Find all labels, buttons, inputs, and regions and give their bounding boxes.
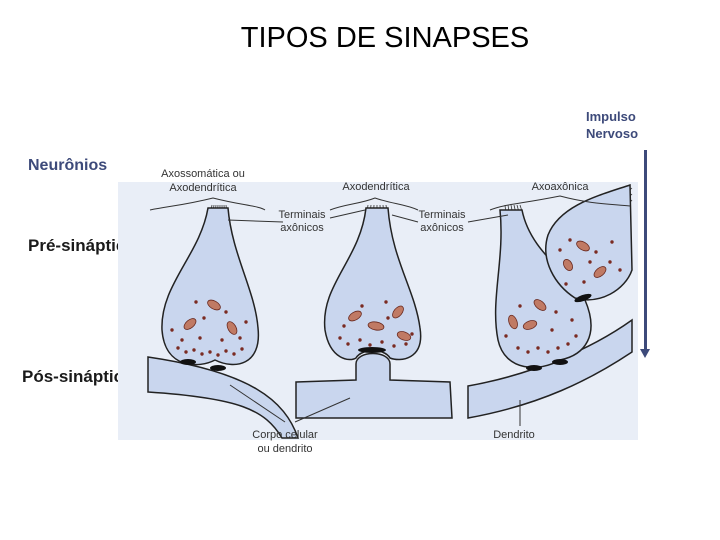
impulse-label: Impulso Nervoso [586,108,638,142]
post-synaptic-label: Pós-sináptico [22,367,134,386]
vesicles-group [170,238,622,357]
neuronios-label: Neurônios [28,157,108,174]
impulse-line-1: Impulso [586,109,636,124]
label-terminais-1b: axônicos [280,222,324,234]
slide-title: TIPOS DE SINAPSES [240,22,530,54]
post-synaptic-body-1 [147,356,300,439]
label-dendrito: Dendrito [493,429,535,441]
mitochondria-group [183,240,607,341]
post-synaptic-body-2 [295,352,453,419]
label-axossomatica-2: Axodendrítica [169,182,237,194]
label-terminais-2a: Terminais [418,209,466,221]
label-axossomatica-1: Axossomática ou [161,168,245,180]
label-terminais-2b: axônicos [420,222,464,234]
axoaxonic-terminal [545,183,633,301]
impulse-arrow-icon [640,150,650,358]
impulse-line-2: Nervoso [586,126,639,141]
label-corpo-1: Corpo celular [252,429,318,441]
label-axodendritica: Axodendrítica [342,181,410,193]
synaptic-contacts [180,293,592,371]
label-corpo-2: ou dendrito [257,443,312,455]
label-axoaxonica: Axoaxônica [532,181,590,193]
label-brackets [149,195,631,426]
label-terminais-1a: Terminais [278,209,326,221]
pre-synaptic-label: Pré-sináptico [28,236,136,255]
